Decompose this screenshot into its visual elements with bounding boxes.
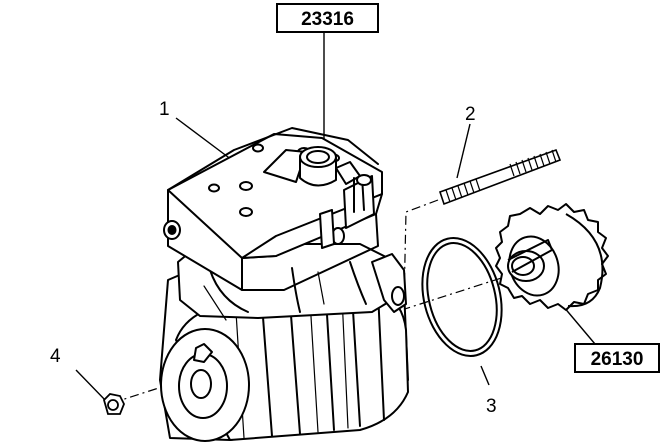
air-compressor xyxy=(159,127,409,442)
callout-2: 2 xyxy=(465,104,476,125)
callout-3: 3 xyxy=(486,396,497,417)
callout-1: 1 xyxy=(159,99,170,120)
ref-label-26130: 26130 xyxy=(591,349,644,370)
stud xyxy=(438,148,562,206)
nut xyxy=(102,393,125,415)
ref-box-top: 23316 xyxy=(276,3,379,33)
callout-4: 4 xyxy=(50,346,61,367)
ref-label-23316: 23316 xyxy=(301,9,354,30)
drive-gear xyxy=(495,203,609,311)
o-ring xyxy=(421,237,503,357)
leader-lines xyxy=(75,32,596,403)
ref-box-bottom-right: 26130 xyxy=(574,343,660,373)
